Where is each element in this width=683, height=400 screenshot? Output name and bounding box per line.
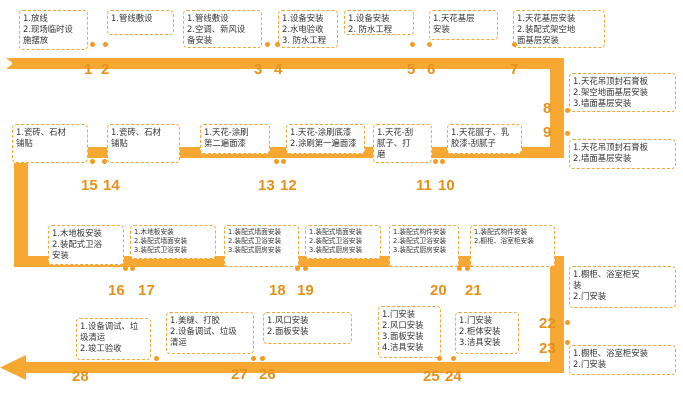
connector-dot-25 [451, 356, 456, 361]
step-number-13: 13 [258, 177, 275, 194]
task-box-10: 1.天花吊顶封石膏板 2.墙面基层安装 [569, 139, 676, 169]
task-box-25: 1.门安装 2.柜体安装 3.洁具安装 [455, 312, 519, 354]
connector-dot-4 [265, 42, 270, 47]
connector-dot-28 [251, 356, 256, 361]
connector-dot-final [154, 356, 159, 361]
step-number-25: 25 [423, 368, 440, 385]
step-number-18: 18 [269, 282, 286, 299]
connector-dot-13 [281, 159, 286, 164]
task-box-18: 1.木地板安装 2.装配式墙面安装 3.装配式卫浴安装 [130, 225, 216, 259]
step-number-11: 11 [416, 177, 432, 194]
flow-end-arrowhead [0, 355, 26, 380]
step-number-15: 15 [81, 177, 98, 194]
connector-dot-24 [565, 340, 570, 345]
connector-dot-16 [90, 159, 95, 164]
task-box-6: 1.设备安装 2. 防水工程 [344, 10, 414, 35]
step-number-17: 17 [138, 282, 155, 299]
connector-dot-7 [427, 42, 432, 47]
task-box-11: 1.天花腻子、乳 胶漆-刮腻子 [447, 124, 522, 154]
step-number-1: 1 [84, 61, 93, 78]
connector-dot-3 [103, 42, 108, 47]
step-number-24: 24 [445, 368, 462, 385]
connector-dot-26 [437, 356, 442, 361]
connector-dot-19 [295, 266, 300, 271]
connector-dot-12 [433, 159, 438, 164]
task-box-23: 1.橱柜、浴室柜安 装 2.门安装 [569, 266, 676, 308]
task-box-26: 1.门安装 2.风口安装 3.面板安装 4.洁具安装 [378, 306, 441, 358]
task-box-14: 1.天花-涂刷 第二遍面漆 [200, 124, 270, 154]
connector-dot-14 [274, 159, 279, 164]
task-box-21: 1.装配式构件安装 2.装配式卫浴安装 3.装配式厨房安装 [389, 225, 459, 267]
connector-dot-20 [303, 266, 308, 271]
task-box-16: 1.瓷砖、石材 铺贴 [12, 124, 88, 163]
flow-band-right-1 [550, 58, 564, 158]
flow-band-row4 [24, 362, 564, 373]
step-number-23: 23 [539, 340, 556, 357]
connector-dot-11 [440, 159, 445, 164]
connector-dot-15 [102, 159, 107, 164]
flow-band-row1 [12, 58, 564, 69]
step-number-22: 22 [539, 315, 556, 332]
task-box-final: 1.设备调试、垃 圾清运 2.竣工验收 [76, 318, 151, 360]
task-box-9: 1.天花吊顶封石膏板 2.架空地面基层安装 3.墙面基层安装 [569, 73, 676, 112]
step-number-21: 21 [465, 282, 482, 299]
step-number-7: 7 [510, 61, 519, 78]
task-box-19: 1.装配式墙面安装 2.装配式卫浴安装 3.装配式厨房安装 [224, 225, 299, 267]
connector-dot-18 [130, 266, 135, 271]
task-box-7: 1.天花基层 安装 [429, 10, 498, 40]
step-number-3: 3 [254, 61, 263, 78]
connector-dot-10 [565, 131, 570, 136]
task-box-28: 1.美缝、打胶 2.设备调试、垃圾 清运 [166, 312, 254, 354]
connector-dot-22 [465, 266, 470, 271]
task-box-12: 1.天花-刮 腻子、打 磨 [373, 124, 432, 163]
step-number-2: 2 [101, 61, 110, 78]
step-number-28: 28 [72, 368, 89, 385]
task-box-13: 1.天花-涂刷底漆 2.涂刷第一遍面漆 [286, 124, 365, 154]
connector-dot-6 [410, 42, 415, 47]
task-box-3: 1.管线敷设 [107, 10, 174, 35]
task-box-4: 1.管线敷设 2.空调、新风设 备安装 [183, 10, 262, 48]
connector-dot-17 [123, 266, 128, 271]
step-number-12: 12 [280, 177, 297, 194]
step-number-4: 4 [274, 61, 283, 78]
flow-start-notch [6, 58, 18, 69]
step-number-27: 27 [231, 366, 248, 383]
task-box-15: 1.瓷砖、石材 铺贴 [107, 124, 180, 163]
connector-dot-9 [565, 108, 570, 113]
flow-band-right-2 [550, 256, 564, 373]
task-box-17: 1.木地板安装 2.装配式卫浴 安装 [48, 225, 124, 265]
task-box-1: 1.放线 2.现场临时设 施摆放 [19, 10, 88, 50]
step-number-6: 6 [427, 61, 436, 78]
step-number-14: 14 [103, 177, 120, 194]
connector-dot-21 [457, 266, 462, 271]
task-box-20: 1.装配式墙面安装 2.装配式卫浴安装 3.装配式厨房安装 [305, 225, 381, 259]
task-box-8: 1.天花基层安装 2.装配式架空地 面基层安装 [513, 10, 605, 48]
flow-band-left-1 [14, 147, 28, 267]
step-number-16: 16 [108, 282, 125, 299]
task-box-24: 1.橱柜、浴室柜安装 2.门安装 [569, 345, 676, 375]
step-number-5: 5 [407, 61, 416, 78]
step-number-20: 20 [430, 282, 447, 299]
connector-dot-8 [512, 42, 517, 47]
step-number-19: 19 [297, 282, 314, 299]
task-box-22: 1.装配式构件安装 2.橱柜、浴室柜安装 [470, 225, 555, 267]
task-box-27: 1.风口安装 2.面板安装 [263, 312, 352, 344]
step-number-26: 26 [259, 366, 276, 383]
connector-dot-1 [90, 42, 95, 47]
connector-dot-5 [275, 42, 280, 47]
connector-dot-23 [565, 320, 570, 325]
step-number-10: 10 [438, 177, 455, 194]
task-box-5: 1.设备安装 2.水电验收 3. 防水工程 [278, 10, 338, 48]
step-number-8: 8 [543, 100, 552, 117]
connector-dot-27 [260, 356, 265, 361]
step-number-9: 9 [543, 124, 552, 141]
